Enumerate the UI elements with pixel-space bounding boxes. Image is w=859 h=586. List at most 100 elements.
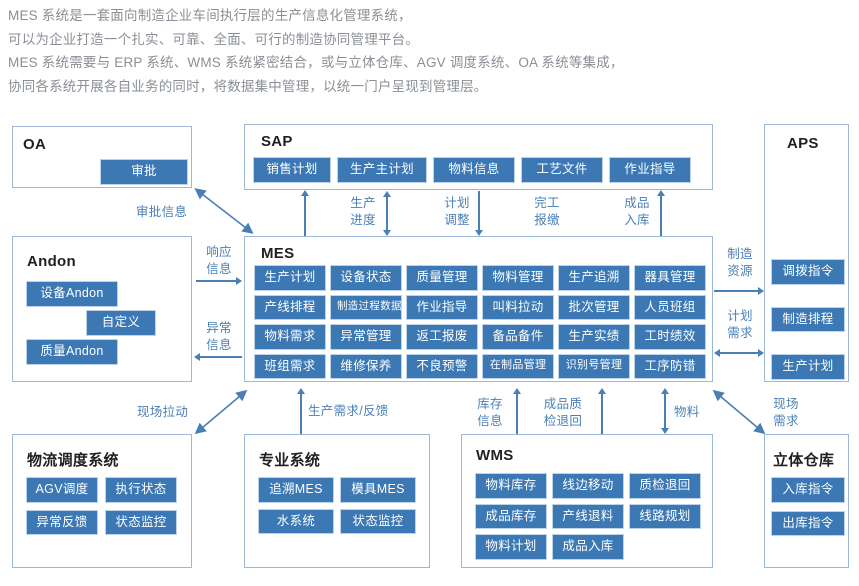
arrow-finished-stock-up [656,190,666,236]
box-sap[interactable]: SAP 销售计划 生产主计划 物料信息 工艺文件 作业指导 [244,124,713,190]
box-special[interactable]: 专业系统 追溯MES 模具MES 水系统 状态监控 [244,434,430,568]
box-aps-chips: 调拨指令 制造排程 生产计划 [771,259,845,380]
chip-logistics-0[interactable]: AGV调度 [26,477,98,503]
intro-line-3: MES 系统需要与 ERP 系统、WMS 系统紧密结合，或与立体仓库、AGV 调… [8,55,624,70]
chip-mes-20[interactable]: 不良预警 [406,353,478,379]
chip-mes-0[interactable]: 生产计划 [254,265,326,291]
arrow-prod-progress-down [382,212,392,236]
chip-wms-2[interactable]: 质检退回 [629,473,701,499]
box-aps-title: APS [787,135,819,152]
box-special-chips: 追溯MES 模具MES 水系统 状态监控 [258,477,418,534]
chip-sap-3[interactable]: 工艺文件 [521,157,603,183]
chip-mes-14[interactable]: 返工报废 [406,324,478,350]
chip-wms-4[interactable]: 产线退料 [552,503,624,529]
label-plan-adjust-line1: 计划 [444,196,470,210]
chip-andon-custom[interactable]: 自定义 [86,310,156,336]
label-response-info: 响应 信息 [198,244,240,278]
label-site-demand-line2: 需求 [773,414,799,428]
label-site-demand-line1: 现场 [773,397,799,411]
box-logistics[interactable]: 物流调度系统 AGV调度 执行状态 异常反馈 状态监控 [12,434,192,568]
box-sap-chips: 销售计划 生产主计划 物料信息 工艺文件 作业指导 [253,157,708,183]
chip-oa-approval[interactable]: 审批 [100,159,188,185]
chip-mes-5[interactable]: 器具管理 [634,265,706,291]
intro-line-1: MES 系统是一套面向制造企业车间执行层的生产信息化管理系统， [8,8,412,23]
chip-mes-16[interactable]: 生产实绩 [558,324,630,350]
intro-line-2: 可以为企业打造一个扎实、可靠、全面、可行的制造协同管理平台。 [8,31,419,47]
chip-andon-quality[interactable]: 质量Andon [26,339,118,365]
chip-sap-0[interactable]: 销售计划 [253,157,331,183]
chip-mes-10[interactable]: 批次管理 [558,294,630,320]
box-logistics-chips: AGV调度 执行状态 异常反馈 状态监控 [26,477,181,535]
chip-logistics-3[interactable]: 状态监控 [105,509,177,535]
chip-mes-11[interactable]: 人员班组 [634,294,706,320]
arrow-plan-demand [714,349,766,357]
chip-aps-1[interactable]: 制造排程 [771,306,845,332]
arrow-prod-demand-feedback [296,388,306,434]
chip-mes-7[interactable]: 制造过程数据 [330,294,402,320]
chip-mes-18[interactable]: 班组需求 [254,353,326,379]
arrow-mfg-resource [714,287,766,295]
chip-special-1[interactable]: 模具MES [340,477,416,503]
chip-mes-19[interactable]: 维修保养 [330,353,402,379]
chip-mes-12[interactable]: 物料需求 [254,324,326,350]
arrow-mes-to-sap-up [300,190,310,236]
chip-warehouse-0[interactable]: 入库指令 [771,477,845,503]
chip-warehouse-1[interactable]: 出库指令 [771,510,845,536]
chip-mes-4[interactable]: 生产追溯 [558,265,630,291]
arrow-fg-qc-return-up [597,388,607,434]
chip-special-2[interactable]: 水系统 [258,508,334,534]
chip-mes-8[interactable]: 作业指导 [406,294,478,320]
chip-mes-15[interactable]: 备品备件 [482,324,554,350]
arrow-stock-info-up [512,388,522,434]
chip-wms-7[interactable]: 成品入库 [552,534,624,560]
chip-wms-1[interactable]: 线边移动 [552,473,624,499]
chip-mes-17[interactable]: 工时绩效 [634,324,706,350]
box-oa-title: OA [23,136,47,153]
chip-andon-device[interactable]: 设备Andon [26,281,118,307]
label-site-pull: 现场拉动 [137,405,189,419]
chip-sap-4[interactable]: 作业指导 [609,157,691,183]
box-mes-title: MES [261,245,295,262]
chip-mes-2[interactable]: 质量管理 [406,265,478,291]
intro-line-4: 协同各系统开展各自业务的同时，将数据集中管理，以统一门户呈现到管理层。 [8,78,488,94]
chip-mes-13[interactable]: 异常管理 [330,324,402,350]
chip-sap-2[interactable]: 物料信息 [433,157,515,183]
chip-aps-0[interactable]: 调拨指令 [771,259,845,285]
arrow-plan-adjust [474,191,484,237]
label-finish-report-line1: 完工 [534,196,560,210]
chip-logistics-1[interactable]: 执行状态 [105,477,177,503]
arrow-prod-progress-up [382,191,392,215]
label-stock-info-line1: 库存 [477,397,503,411]
chip-mes-21[interactable]: 在制品管理 [482,353,554,379]
chip-wms-6[interactable]: 物料计划 [475,534,547,560]
chip-mes-3[interactable]: 物料管理 [482,265,554,291]
chip-mes-9[interactable]: 叫料拉动 [482,294,554,320]
label-finished-stock-line1: 成品 [624,196,650,210]
chip-mes-22[interactable]: 识别号管理 [558,353,630,379]
chip-logistics-2[interactable]: 异常反馈 [26,509,98,535]
box-warehouse[interactable]: 立体仓库 入库指令 出库指令 [764,434,849,568]
box-aps[interactable]: APS 调拨指令 制造排程 生产计划 [764,124,849,382]
chip-sap-1[interactable]: 生产主计划 [337,157,427,183]
label-mfg-resource-line1: 制造 [727,247,753,261]
box-andon[interactable]: Andon 设备Andon 自定义 质量Andon [12,236,192,382]
chip-special-3[interactable]: 状态监控 [340,508,416,534]
chip-wms-5[interactable]: 线路规划 [629,503,701,529]
box-wms[interactable]: WMS 物料库存 线边移动 质检退回 成品库存 产线退料 线路规划 物料计划 成… [461,434,713,568]
chip-aps-2[interactable]: 生产计划 [771,354,845,380]
arrow-exception-info [194,353,242,361]
label-prod-progress-line2: 进度 [350,213,376,227]
chip-special-0[interactable]: 追溯MES [258,477,334,503]
chip-mes-23[interactable]: 工序防错 [634,353,706,379]
chip-wms-0[interactable]: 物料库存 [475,473,547,499]
label-response-info-line1: 响应 [206,245,232,259]
box-special-title: 专业系统 [259,452,321,469]
box-oa[interactable]: OA 审批 [12,126,192,188]
chip-mes-6[interactable]: 产线排程 [254,294,326,320]
chip-wms-3[interactable]: 成品库存 [475,503,547,529]
box-mes[interactable]: MES 生产计划 设备状态 质量管理 物料管理 生产追溯 器具管理 产线排程 制… [244,236,713,382]
box-warehouse-chips: 入库指令 出库指令 [771,477,845,536]
label-finished-stock: 成品 入库 [620,195,654,229]
label-mfg-resource-line2: 资源 [727,264,753,278]
chip-mes-1[interactable]: 设备状态 [330,265,402,291]
